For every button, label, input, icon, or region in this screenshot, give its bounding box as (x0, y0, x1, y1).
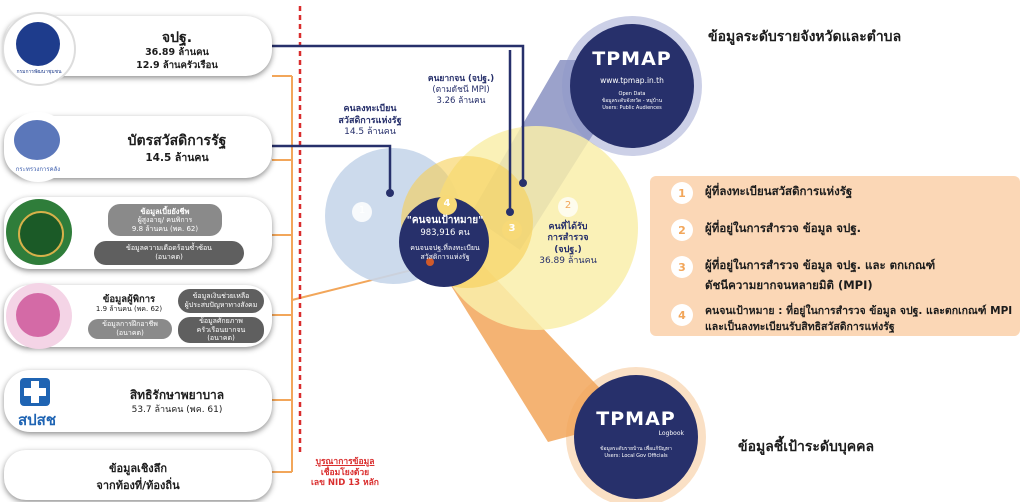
integration-note: บูรณาการข้อมูล เชื่อมโยงด้วย เลข NID 13 … (311, 457, 379, 489)
legend-item-2: 2 ผู้ที่อยู่ในการสำรวจ ข้อมูล จปฐ. (671, 219, 1011, 241)
local-line1: ข้อมูลเชิงลึก (108, 462, 168, 475)
legend-num-3: 3 (671, 256, 693, 278)
venn-number-badges (352, 195, 578, 240)
jpt-line2: 12.9 ล้านครัวเรือน (136, 60, 218, 71)
label-survey: คนที่ได้รับ การสำรวจ (จปฐ.) 36.89 ล้านคน (539, 222, 597, 266)
venn-num-4: 4 (443, 198, 451, 209)
disability-line1: 1.9 ล้านคน (พค. 62) (95, 305, 163, 313)
welfare-title: บัตรสวัสดิการรัฐ (127, 133, 227, 149)
cdd-logo: กรมการพัฒนาชุมชน (2, 12, 76, 86)
potential-pill: ข้อมูลศักยภาพ ครัวเรือนยากจน (อนาคต) (178, 317, 264, 343)
legend-num-2: 2 (671, 219, 693, 241)
venn-num-2: 2 (564, 200, 572, 211)
jpt-title: จปฐ. (161, 30, 193, 46)
training-pill: ข้อมูลการฝึกอาชีพ (อนาคต) (88, 319, 172, 339)
label-target: "คนจนเป้าหมาย" 983,916 คน คนจนจปฐ.ที่ลงท… (406, 215, 484, 261)
source-card-local: ข้อมูลเชิงลึก จากท้องที่/ท้องถิ่น (4, 450, 272, 500)
legend-panel-bg (650, 176, 1020, 336)
mof-logo: กระทรวงการคลัง (4, 112, 72, 182)
hardship-pill: ข้อมูลความเดือดร้อนซ้ำซ้อน (อนาคต) (94, 241, 244, 265)
local-line2: จากท้องที่/ท้องถิ่น (96, 479, 180, 492)
connector-dots (386, 179, 527, 216)
assistance-pill: ข้อมูลเงินช่วยเหลือ ผู้ประสบปัญหาทางสังค… (178, 289, 264, 313)
venn-circle-target (399, 197, 489, 287)
legend-text-4: คนจนเป้าหมาย : ที่อยู่ในการสำรวจ ข้อมูล … (705, 305, 1013, 333)
source-card-social-dev: ข้อมูลเบี้ยยังชีพ ผู้สูงอายุ/ คนพิการ 9.… (4, 197, 272, 269)
legend-num-1: 1 (671, 182, 693, 204)
tpmap-top-content: TPMAP www.tpmap.in.th Open Data ข้อมูลระ… (570, 48, 694, 111)
source-card-health: สปสช สิทธิรักษาพยาบาล 53.7 ล้านคน (พค. 6… (4, 370, 272, 432)
legend-text-3: ผู้ที่อยู่ในการสำรวจ ข้อมูล จปฐ. และ ตกเ… (705, 258, 936, 292)
connector-dot-orange (426, 258, 434, 266)
venn-num-3: 3 (508, 223, 516, 234)
legend-item-4: 4 คนจนเป้าหมาย : ที่อยู่ในการสำรวจ ข้อมู… (671, 304, 1016, 336)
tpmap-top-caption: ข้อมูลระดับรายจังหวัดและตำบล (708, 29, 902, 45)
dep-logo (6, 283, 72, 349)
navy-connectors (272, 44, 525, 212)
nhso-logo-text: สปสช (17, 411, 56, 429)
source-card-disability: ข้อมูลผู้พิการ 1.9 ล้านคน (พค. 62) ข้อมู… (4, 283, 272, 349)
source-card-welfare: กระทรวงการคลัง บัตรสวัสดิการรัฐ 14.5 ล้า… (4, 112, 272, 182)
label-registered: คนลงทะเบียน สวัสดิการแห่งรัฐ 14.5 ล้านคน (338, 104, 402, 138)
tpmap-bottom-badge (574, 375, 698, 499)
legend-item-1: 1 ผู้ที่ลงทะเบียนสวัสดิการแห่งรัฐ (671, 182, 1011, 204)
health-line1: 53.7 ล้านคน (พค. 61) (131, 405, 223, 415)
tpmap-bottom-caption: ข้อมูลชี้เป้าระดับบุคคล (738, 439, 875, 455)
nhso-logo-icon (20, 378, 50, 406)
legend-text-1: ผู้ที่ลงทะเบียนสวัสดิการแห่งรัฐ (705, 184, 853, 198)
venn-num-1: 1 (358, 205, 366, 216)
tpmap-top-badge (570, 24, 694, 148)
jpt-line1: 36.89 ล้านคน (145, 47, 209, 58)
tpmap-bottom-logo: TPMAP (596, 408, 676, 430)
tpmap-bottom-content: TPMAP Logbook ข้อมูลระดับรายบ้าน เพื่อแก… (574, 408, 698, 459)
msdhs-logo (6, 199, 72, 265)
legend-item-3: 3 ผู้ที่อยู่ในการสำรวจ ข้อมูล จปฐ. และ ต… (671, 256, 941, 295)
allowance-pill: ข้อมูลเบี้ยยังชีพ ผู้สูงอายุ/ คนพิการ 9.… (108, 204, 222, 236)
tpmap-top-logo: TPMAP (592, 48, 672, 70)
health-title: สิทธิรักษาพยาบาล (129, 388, 225, 402)
source-card-jpt: กรมการพัฒนาชุมชน จปฐ. 36.89 ล้านคน 12.9 … (2, 12, 272, 86)
cdd-emblem-icon (16, 22, 60, 66)
legend-num-4: 4 (671, 304, 693, 326)
msdhs-emblem-icon (18, 211, 64, 257)
disability-title: ข้อมูลผู้พิการ (102, 294, 156, 305)
legend-text-2: ผู้ที่อยู่ในการสำรวจ ข้อมูล จปฐ. (705, 221, 862, 235)
welfare-line1: 14.5 ล้านคน (145, 152, 209, 164)
dep-emblem-icon (16, 293, 60, 337)
label-poor: คนยากจน (จปฐ.) (ตามดัชนี MPI) 3.26 ล้านค… (427, 74, 495, 107)
mof-emblem-icon (14, 120, 60, 160)
